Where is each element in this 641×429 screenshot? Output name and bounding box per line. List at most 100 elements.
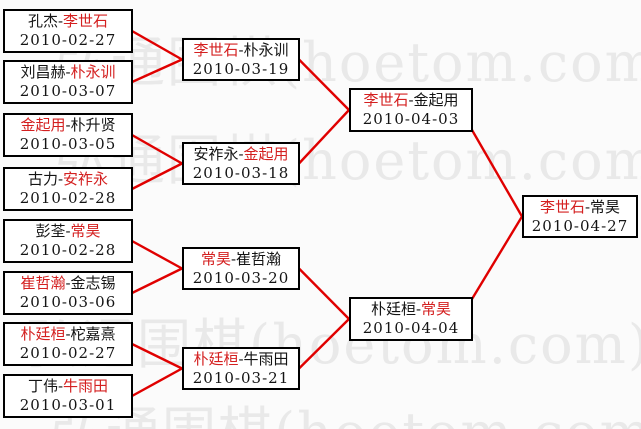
match-players: 崔哲瀚-金志锡 (20, 274, 115, 293)
player1-name: 朴廷桓 (20, 325, 66, 344)
player2-name: 牛雨田 (243, 349, 289, 368)
match-date: 2010-04-03 (362, 110, 460, 128)
player1-name: 安祚永 (193, 144, 239, 163)
name-separator: - (57, 12, 64, 31)
match-date: 2010-04-27 (531, 216, 629, 235)
match-date: 2010-02-27 (19, 31, 117, 49)
player1-name: 孔杰 (27, 12, 58, 31)
name-separator: - (584, 197, 591, 216)
match-players: 朴廷桓-柁嘉熹 (20, 325, 115, 344)
match-date: 2010-03-20 (192, 268, 290, 287)
match-players: 朴廷桓-常昊 (371, 300, 451, 319)
match-date: 2010-04-04 (362, 319, 460, 337)
match-box-final-1: 李世石-常昊 2010-04-27 (522, 195, 638, 238)
player2-name: 牛雨田 (63, 377, 109, 396)
match-box-round-2-4: 朴廷桓-牛雨田 2010-03-21 (182, 347, 300, 390)
watermark-text: 弘通围棋(hoetom.com) (50, 406, 641, 429)
connector-line (131, 367, 183, 398)
name-separator: - (65, 274, 71, 293)
name-separator: - (238, 40, 244, 59)
name-separator: - (65, 63, 71, 82)
player1-name: 彭荃 (35, 222, 66, 241)
match-date: 2010-03-01 (19, 396, 117, 414)
watermark-text: 弘通围棋(hoetom.com) (55, 31, 641, 94)
player1-name: 刘昌赫 (20, 63, 66, 82)
match-players: 丁伟-牛雨田 (28, 377, 108, 396)
match-box-round-1-3: 金起用-朴升贤 2010-03-05 (3, 113, 133, 157)
connector-line (298, 318, 350, 370)
name-separator: - (57, 377, 64, 396)
name-separator: - (415, 300, 422, 319)
match-players: 常昊-崔哲瀚 (201, 250, 281, 269)
player2-name: 崔哲瀚 (236, 249, 282, 268)
name-separator: - (238, 349, 244, 368)
match-box-round-1-5: 彭荃-常昊 2010-02-28 (3, 219, 133, 263)
connector-line (470, 129, 524, 218)
match-date: 2010-03-05 (19, 135, 117, 153)
match-date: 2010-03-07 (19, 82, 117, 100)
match-players: 孔杰-李世石 (28, 12, 108, 31)
player2-name: 常昊 (70, 222, 101, 241)
match-players: 刘昌赫-朴永训 (20, 63, 115, 82)
match-date: 2010-03-06 (19, 293, 117, 311)
match-date: 2010-03-18 (192, 163, 290, 182)
player2-name: 安祚永 (63, 170, 109, 189)
match-players: 李世石-常昊 (540, 198, 620, 217)
player2-name: 金起用 (243, 144, 289, 163)
player1-name: 丁伟 (27, 377, 58, 396)
match-box-round-1-8: 丁伟-牛雨田 2010-03-01 (3, 374, 133, 418)
player2-name: 柁嘉熹 (70, 325, 116, 344)
connector-line (131, 239, 183, 270)
match-date: 2010-02-28 (19, 189, 117, 207)
match-box-round-1-6: 崔哲瀚-金志锡 2010-03-06 (3, 271, 133, 315)
connector-line (298, 109, 350, 165)
connector-line (470, 215, 524, 300)
connector-line (131, 58, 183, 84)
match-players: 古力-安祚永 (28, 170, 108, 189)
name-separator: - (57, 170, 64, 189)
match-players: 李世石-朴永训 (193, 41, 288, 60)
player1-name: 李世石 (193, 40, 239, 59)
name-separator: - (230, 249, 237, 268)
match-players: 安祚永-金起用 (193, 145, 288, 164)
player1-name: 常昊 (200, 249, 231, 268)
connector-line (131, 342, 183, 370)
player1-name: 朴廷桓 (193, 349, 239, 368)
connector-line (131, 29, 183, 61)
match-box-round-2-2: 安祚永-金起用 2010-03-18 (182, 142, 300, 185)
name-separator: - (65, 325, 71, 344)
match-date: 2010-02-28 (19, 241, 117, 259)
connector-line (131, 162, 183, 191)
match-date: 2010-02-27 (19, 344, 117, 362)
match-box-semifinals-1: 李世石-金起用 2010-04-03 (349, 88, 473, 132)
name-separator: - (65, 222, 71, 241)
match-box-round-1-1: 孔杰-李世石 2010-02-27 (3, 9, 133, 53)
player2-name: 朴升贤 (70, 116, 116, 135)
player2-name: 常昊 (590, 197, 621, 216)
match-box-round-1-7: 朴廷桓-柁嘉熹 2010-02-27 (3, 322, 133, 366)
match-date: 2010-03-21 (192, 368, 290, 387)
player2-name: 朴永训 (243, 40, 289, 59)
player2-name: 金志锡 (70, 274, 116, 293)
match-players: 彭荃-常昊 (35, 222, 100, 241)
match-box-round-1-2: 刘昌赫-朴永训 2010-03-07 (3, 60, 133, 104)
match-box-round-2-1: 李世石-朴永训 2010-03-19 (182, 38, 300, 81)
player1-name: 崔哲瀚 (20, 274, 66, 293)
player2-name: 常昊 (421, 300, 452, 319)
player2-name: 朴永训 (70, 63, 116, 82)
name-separator: - (238, 144, 244, 163)
match-players: 李世石-金起用 (363, 91, 458, 110)
player1-name: 古力 (27, 170, 58, 189)
match-players: 金起用-朴升贤 (20, 116, 115, 135)
connector-line (298, 267, 350, 320)
connector-line (298, 58, 350, 111)
name-separator: - (65, 116, 71, 135)
player1-name: 李世石 (363, 91, 409, 110)
connector-line (131, 133, 183, 165)
match-date: 2010-03-19 (192, 59, 290, 78)
player1-name: 朴廷桓 (370, 300, 416, 319)
player1-name: 金起用 (20, 116, 66, 135)
player2-name: 金起用 (413, 91, 459, 110)
